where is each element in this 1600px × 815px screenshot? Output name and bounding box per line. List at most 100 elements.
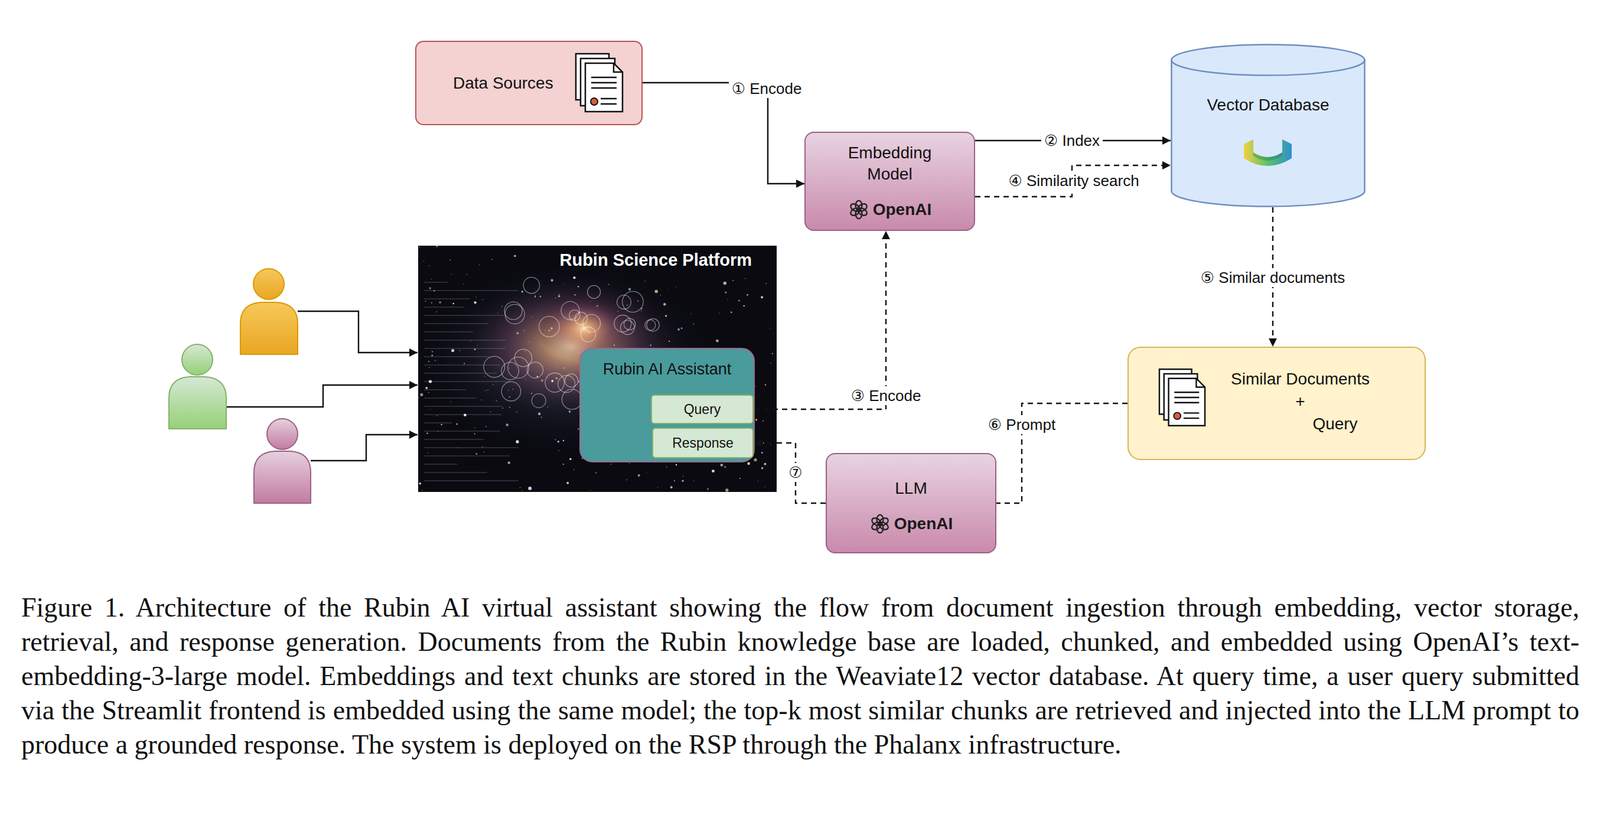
star [541, 416, 543, 419]
star [522, 490, 523, 491]
source-ring [617, 295, 632, 310]
star [419, 393, 423, 397]
document-icon [574, 52, 625, 113]
star [449, 259, 451, 261]
star [657, 486, 658, 488]
edge-label: ⑥ Prompt [985, 415, 1059, 435]
star [475, 296, 477, 298]
cylinder-body [1171, 44, 1365, 207]
star [693, 323, 695, 325]
star [547, 406, 549, 407]
star [650, 344, 652, 347]
source-ring [531, 393, 546, 409]
star [541, 344, 543, 346]
star [558, 295, 561, 298]
node-label: LLM [894, 477, 927, 500]
star [646, 472, 647, 474]
star [525, 362, 527, 363]
star [507, 461, 511, 464]
star [590, 490, 591, 491]
star [452, 302, 454, 305]
code-line [424, 389, 467, 391]
user-icon [168, 344, 227, 429]
star [431, 302, 433, 304]
star [626, 304, 628, 306]
star [463, 363, 465, 365]
star [509, 396, 511, 398]
star [438, 301, 442, 304]
star [690, 313, 692, 314]
star [463, 283, 464, 285]
code-line [424, 422, 452, 424]
star [507, 389, 509, 391]
star [421, 490, 423, 491]
star [555, 297, 556, 299]
code-line [424, 331, 474, 333]
star [746, 294, 748, 296]
star [490, 411, 491, 413]
brand-row: OpenAI [848, 197, 933, 222]
platform-panel: Rubin Science PlatformRubin AI Assistant… [418, 245, 777, 492]
star [770, 444, 771, 446]
star [720, 463, 724, 467]
star [562, 463, 565, 465]
star [595, 471, 597, 474]
star [568, 410, 571, 413]
star [680, 327, 683, 329]
code-line [424, 281, 448, 283]
star [711, 469, 715, 473]
edge-label: ⑤ Similar documents [1197, 268, 1348, 288]
star [428, 392, 429, 393]
source-ring [646, 318, 660, 332]
star [524, 350, 526, 352]
star [722, 281, 727, 286]
star [668, 288, 670, 289]
star [770, 362, 771, 364]
star [607, 284, 609, 286]
cylinder-rim [1171, 60, 1365, 76]
star [654, 289, 658, 294]
star [428, 379, 432, 383]
star [718, 313, 720, 314]
star [629, 463, 630, 464]
cylinder-outline [1170, 43, 1366, 208]
connector [975, 165, 1171, 197]
code-line [424, 289, 519, 292]
model-box: Embedding ModelOpenAI [804, 131, 976, 231]
star [764, 486, 765, 488]
star [429, 287, 432, 289]
star [487, 389, 488, 391]
openai-logo [849, 200, 869, 220]
star [474, 348, 477, 351]
star [776, 490, 777, 491]
star [577, 428, 580, 430]
star [466, 274, 468, 276]
star [501, 305, 503, 307]
star [765, 282, 767, 285]
star [525, 378, 526, 380]
star [528, 486, 532, 491]
context-box: Similar Documents+Query [1127, 346, 1426, 461]
star [725, 488, 729, 492]
star [761, 467, 764, 469]
source-ring [501, 362, 520, 380]
assistant-box: Rubin AI AssistantQueryResponse [579, 347, 755, 463]
code-line [424, 339, 506, 341]
node-label: Rubin AI Assistant [603, 358, 732, 380]
star [764, 383, 767, 386]
star [644, 280, 646, 282]
document-icon [575, 53, 623, 112]
star [590, 301, 591, 302]
source-ring [539, 316, 560, 338]
star [544, 330, 546, 331]
star [666, 466, 667, 468]
star [762, 420, 764, 422]
star [554, 438, 556, 441]
star [706, 488, 709, 490]
openai-logo [869, 513, 891, 535]
star [508, 367, 510, 368]
node-label: Query [683, 401, 722, 418]
io-box: Query [650, 394, 754, 425]
star [668, 340, 670, 342]
code-line [424, 471, 488, 474]
